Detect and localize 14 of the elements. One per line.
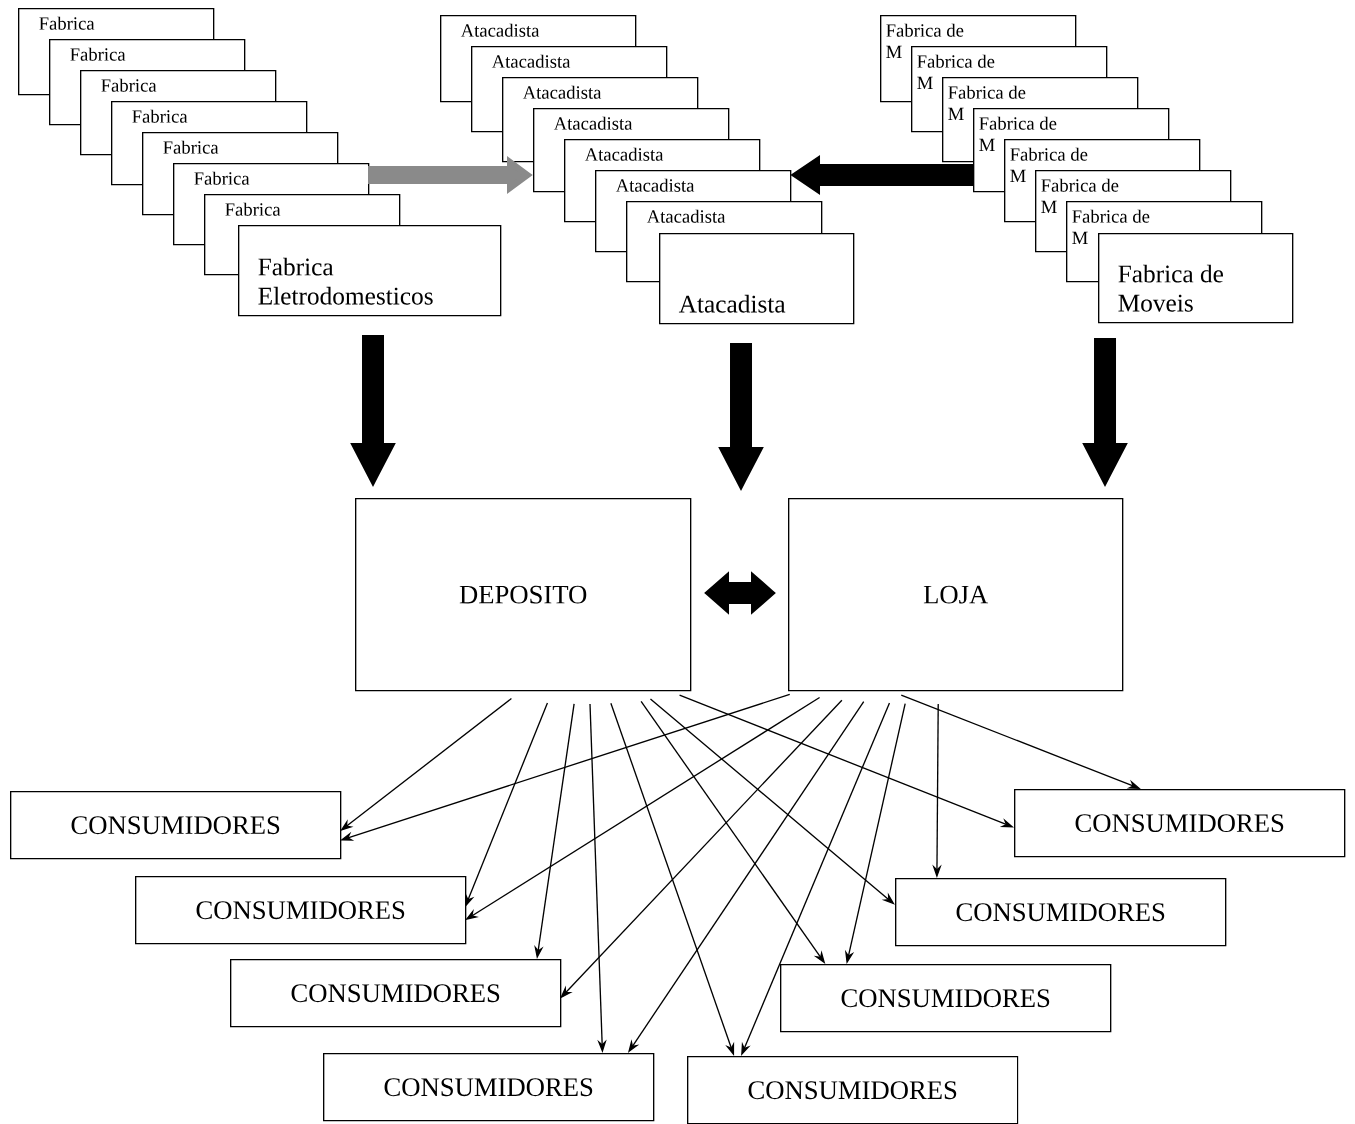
- process-box: DEPOSITO: [355, 498, 692, 692]
- arrow: [649, 698, 895, 905]
- consumer-box: CONSUMIDORES: [323, 1053, 655, 1122]
- consumer-box: CONSUMIDORES: [1014, 789, 1346, 858]
- process-box: LOJA: [788, 498, 1124, 692]
- consumer-box: CONSUMIDORES: [780, 964, 1112, 1033]
- stacked-box: Fabrica Eletrodomesticos: [238, 225, 502, 317]
- stacked-box: Atacadista: [659, 233, 855, 325]
- consumer-box: CONSUMIDORES: [687, 1056, 1019, 1124]
- consumer-box: CONSUMIDORES: [135, 876, 467, 945]
- consumer-box: CONSUMIDORES: [895, 878, 1227, 947]
- consumer-box: CONSUMIDORES: [230, 959, 562, 1028]
- consumer-box: CONSUMIDORES: [10, 791, 342, 860]
- stacked-box: Fabrica de Moveis: [1098, 233, 1294, 324]
